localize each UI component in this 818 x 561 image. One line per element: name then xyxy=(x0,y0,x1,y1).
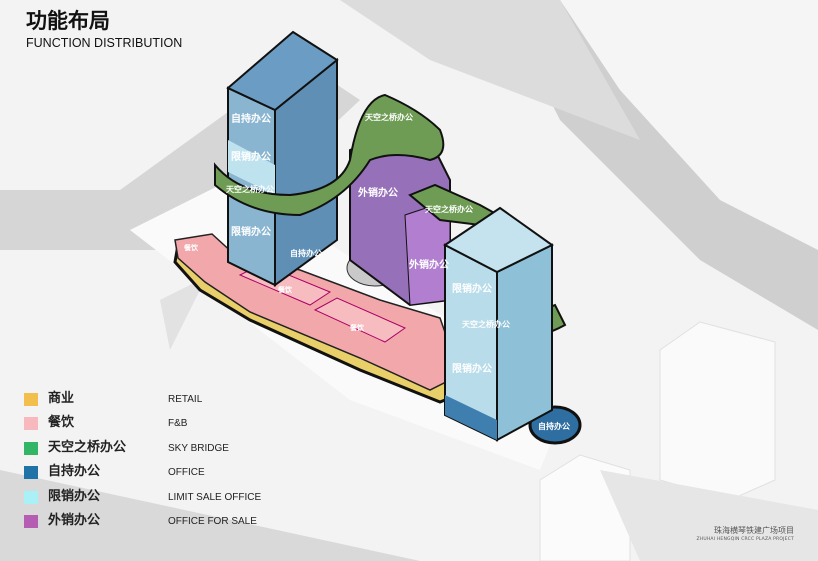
label-sky-bridge: 天空之桥办公 xyxy=(462,319,510,329)
legend-label-en: LIMIT SALE OFFICE xyxy=(168,491,262,503)
road xyxy=(560,0,818,250)
label-limit-office: 限销办公 xyxy=(231,150,271,163)
right-tower-top xyxy=(443,206,554,274)
legend-label-en: OFFICE xyxy=(168,467,205,479)
road xyxy=(340,0,640,140)
ground-strip xyxy=(600,470,818,561)
label-self-office: 自持办公 xyxy=(538,421,570,431)
neighbor-building xyxy=(659,321,776,501)
legend-label-en: SKY BRIDGE xyxy=(168,442,229,454)
label-self-office: 自持办公 xyxy=(290,248,322,258)
label-fnb: 餐饮 xyxy=(349,323,365,332)
swatch xyxy=(24,441,38,455)
legend-label-zh: 餐饮 xyxy=(48,415,75,431)
legend-label-zh: 外销办公 xyxy=(48,512,101,528)
label-fnb: 餐饮 xyxy=(277,285,293,294)
label-limit-office: 限销办公 xyxy=(452,282,492,295)
project-caption: 珠海横琴铁建广场项目 ZHUHAI HENGQIN CRCC PLAZA PRO… xyxy=(696,525,794,543)
right-tower-right-face xyxy=(496,243,553,442)
legend-label-zh: 商业 xyxy=(48,391,75,406)
label-limit-office: 限销办公 xyxy=(452,362,492,375)
left-tower-top xyxy=(226,30,339,112)
label-sale-office: 外销办公 xyxy=(357,186,398,199)
swatch xyxy=(24,514,38,528)
legend-label-zh: 天空之桥办公 xyxy=(48,439,127,455)
label-sky-bridge: 天空之桥办公 xyxy=(425,204,473,214)
swatch xyxy=(24,393,38,406)
label-sale-office: 外销办公 xyxy=(408,258,449,271)
sky-bridge xyxy=(214,93,445,217)
fnb-box xyxy=(313,297,407,343)
left-tower-limit-band xyxy=(228,140,275,195)
legend-label-en: RETAIL xyxy=(168,394,203,405)
swatch xyxy=(24,417,38,431)
road xyxy=(0,470,420,561)
page-subtitle: FUNCTION DISTRIBUTION xyxy=(26,36,183,50)
legend-label-zh: 限销办公 xyxy=(48,488,101,504)
project-name-en: ZHUHAI HENGQIN CRCC PLAZA PROJECT xyxy=(696,537,794,542)
legend-label-zh: 自持办公 xyxy=(48,464,101,480)
legend-label-en: F&B xyxy=(168,418,188,430)
label-sky-bridge: 天空之桥办公 xyxy=(226,184,274,194)
swatch xyxy=(24,466,38,480)
legend-label-en: OFFICE FOR SALE xyxy=(168,515,257,527)
label-sky-bridge: 天空之桥办公 xyxy=(365,112,413,122)
road xyxy=(160,280,200,350)
label-limit-office: 限销办公 xyxy=(231,225,271,238)
label-fnb: 餐饮 xyxy=(183,243,199,252)
right-tower-office-base xyxy=(445,395,497,440)
page-title: 功能布局 xyxy=(26,8,110,33)
swatch xyxy=(24,490,38,504)
project-name-zh: 珠海横琴铁建广场项目 xyxy=(714,526,794,535)
label-self-office: 自持办公 xyxy=(231,112,271,125)
